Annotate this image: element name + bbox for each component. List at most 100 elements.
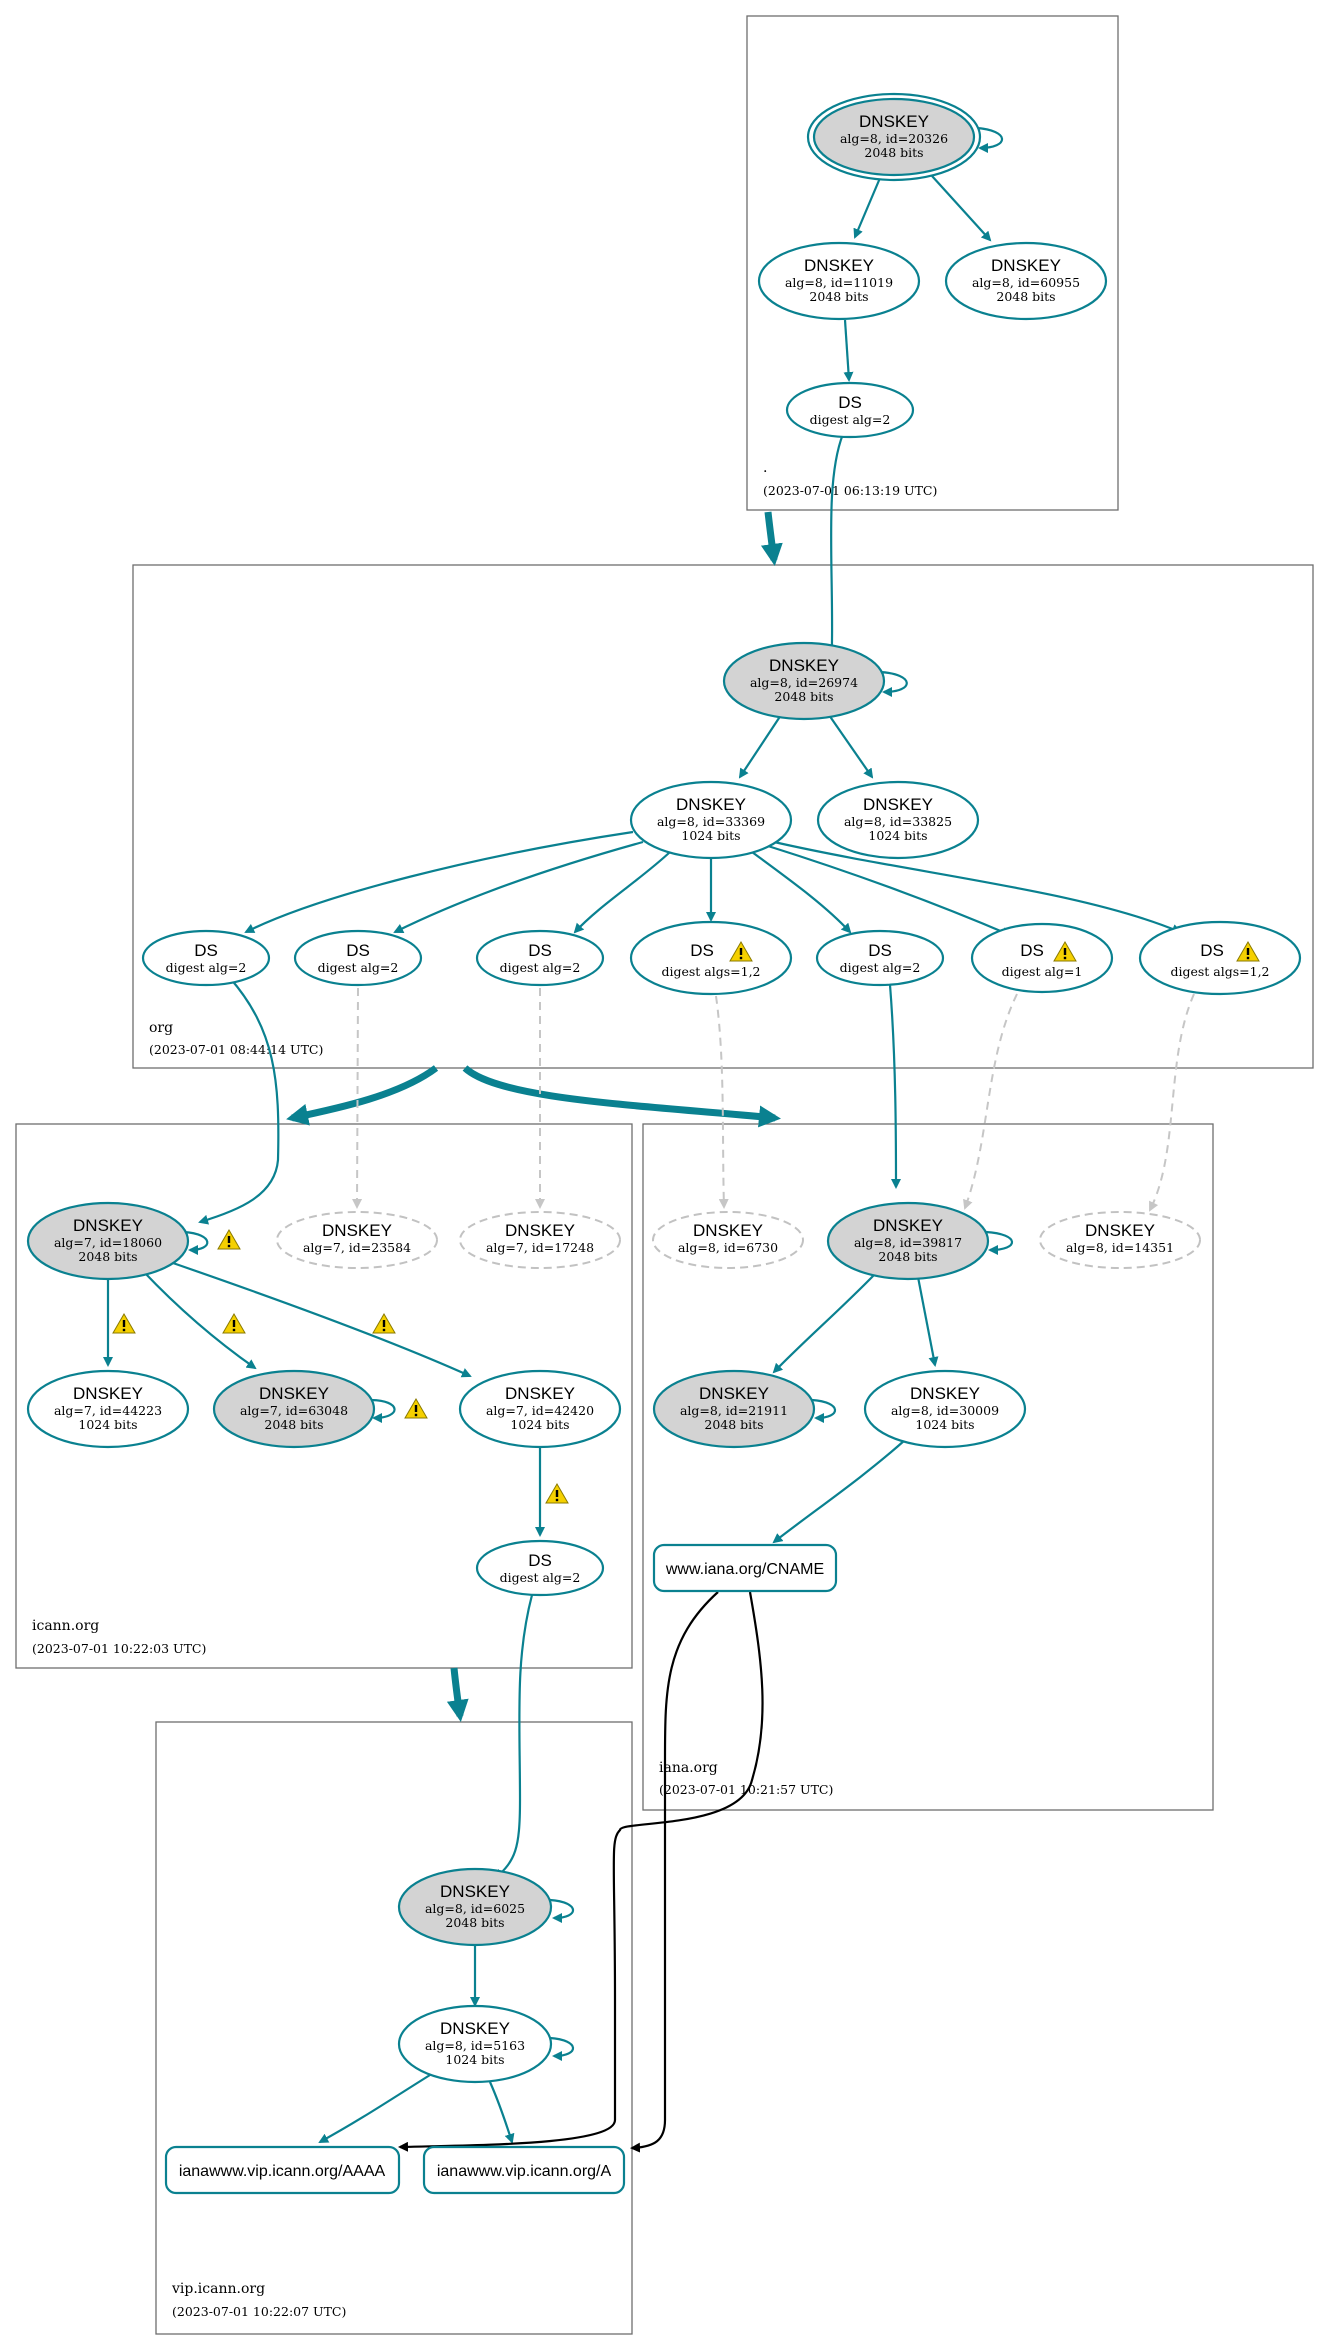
node-ds-iana-1[interactable]: DS digest algs=1,2 <box>629 920 793 996</box>
zone-timestamp: (2023-07-01 10:21:57 UTC) <box>659 1782 833 1797</box>
node-size: 2048 bits <box>78 1249 137 1264</box>
node-size: 1024 bits <box>681 828 740 843</box>
node-detail: digest alg=1 <box>1002 964 1083 979</box>
node-size: 2048 bits <box>878 1249 937 1264</box>
node-detail: alg=7, id=42420 <box>486 1403 594 1418</box>
node-dnskey-6730-missing[interactable]: DNSKEY alg=8, id=6730 <box>652 1211 804 1269</box>
node-ds-icann-1[interactable]: DS digest alg=2 <box>141 929 271 987</box>
node-size: 1024 bits <box>868 828 927 843</box>
node-title: DNSKEY <box>322 1221 392 1240</box>
node-size: 1024 bits <box>445 2052 504 2067</box>
node-dnskey-33369[interactable]: DNSKEY alg=8, id=33369 1024 bits <box>629 780 793 860</box>
node-dnskey-44223[interactable]: DNSKEY alg=7, id=44223 1024 bits <box>26 1369 190 1449</box>
node-title: DNSKEY <box>505 1221 575 1240</box>
node-title: DNSKEY <box>73 1384 143 1403</box>
node-dnskey-30009[interactable]: DNSKEY alg=8, id=30009 1024 bits <box>863 1369 1027 1449</box>
node-ds-iana-4[interactable]: DS digest algs=1,2 <box>1138 920 1302 996</box>
node-title: DNSKEY <box>440 2019 510 2038</box>
zone-name: icann.org <box>32 1618 99 1634</box>
node-detail: alg=8, id=21911 <box>680 1403 788 1418</box>
node-dnskey-42420[interactable]: DNSKEY alg=7, id=42420 1024 bits <box>458 1369 622 1449</box>
node-dnskey-5163[interactable]: DNSKEY alg=8, id=5163 1024 bits <box>397 2004 553 2084</box>
node-size: 1024 bits <box>915 1417 974 1432</box>
node-title: DNSKEY <box>873 1216 943 1235</box>
node-dnskey-39817[interactable]: DNSKEY alg=8, id=39817 2048 bits <box>826 1201 990 1281</box>
node-size: 2048 bits <box>264 1417 323 1432</box>
node-ds-iana-3[interactable]: DS digest alg=1 <box>970 922 1114 994</box>
node-detail: alg=8, id=11019 <box>785 275 893 290</box>
zone-name: vip.icann.org <box>171 2281 265 2297</box>
node-detail: alg=7, id=63048 <box>240 1403 348 1418</box>
node-detail: alg=8, id=60955 <box>972 275 1080 290</box>
node-title: DS <box>868 941 892 960</box>
node-dnskey-17248-missing[interactable]: DNSKEY alg=7, id=17248 <box>459 1211 621 1269</box>
node-title: DNSKEY <box>676 795 746 814</box>
zone-timestamp: (2023-07-01 10:22:03 UTC) <box>32 1641 206 1656</box>
node-dnskey-23584-missing[interactable]: DNSKEY alg=7, id=23584 <box>276 1211 438 1269</box>
node-dnskey-21911[interactable]: DNSKEY alg=8, id=21911 2048 bits <box>652 1369 816 1449</box>
rrset-cname[interactable]: www.iana.org/CNAME <box>652 1543 838 1593</box>
node-detail: digest alg=2 <box>500 1570 581 1585</box>
node-title: DNSKEY <box>863 795 933 814</box>
node-title: DNSKEY <box>73 1216 143 1235</box>
node-dnskey-14351-missing[interactable]: DNSKEY alg=8, id=14351 <box>1039 1211 1201 1269</box>
rrset-label: www.iana.org/CNAME <box>665 1561 824 1578</box>
node-detail: alg=7, id=17248 <box>486 1240 594 1255</box>
node-detail: digest alg=2 <box>500 960 581 975</box>
node-size: 2048 bits <box>774 689 833 704</box>
node-dnskey-60955[interactable]: DNSKEY alg=8, id=60955 2048 bits <box>944 241 1108 321</box>
node-detail: digest alg=2 <box>166 960 247 975</box>
zone-name: iana.org <box>659 1760 718 1776</box>
node-title: DS <box>194 941 218 960</box>
rrset-aaaa[interactable]: ianawww.vip.icann.org/AAAA <box>164 2145 401 2195</box>
node-title: DS <box>346 941 370 960</box>
node-dnskey-63048[interactable]: DNSKEY alg=7, id=63048 2048 bits <box>212 1369 376 1449</box>
node-dnskey-20326[interactable]: DNSKEY alg=8, id=20326 2048 bits <box>806 92 982 182</box>
node-detail: alg=8, id=33825 <box>844 814 952 829</box>
node-detail: digest alg=2 <box>840 960 921 975</box>
node-title: DNSKEY <box>505 1384 575 1403</box>
node-ds-vip[interactable]: DS digest alg=2 <box>475 1539 605 1597</box>
node-title: DNSKEY <box>910 1384 980 1403</box>
node-detail: alg=8, id=5163 <box>425 2038 525 2053</box>
node-title: DNSKEY <box>1085 1221 1155 1240</box>
node-size: 1024 bits <box>510 1417 569 1432</box>
node-dnskey-26974[interactable]: DNSKEY alg=8, id=26974 2048 bits <box>722 641 886 721</box>
node-detail: alg=8, id=14351 <box>1066 1240 1174 1255</box>
node-title: DS <box>838 393 862 412</box>
zone-timestamp: (2023-07-01 06:13:19 UTC) <box>763 483 937 498</box>
zone-timestamp: (2023-07-01 10:22:07 UTC) <box>172 2304 346 2319</box>
node-ds-iana-2[interactable]: DS digest alg=2 <box>815 929 945 987</box>
node-ds-root[interactable]: DS digest alg=2 <box>785 381 915 439</box>
node-size: 2048 bits <box>704 1417 763 1432</box>
rrset-label: ianawww.vip.icann.org/AAAA <box>179 2163 386 2180</box>
node-title: DS <box>528 1551 552 1570</box>
node-dnskey-6025[interactable]: DNSKEY alg=8, id=6025 2048 bits <box>397 1867 553 1947</box>
node-detail: alg=8, id=26974 <box>750 675 858 690</box>
node-detail: alg=7, id=44223 <box>54 1403 162 1418</box>
node-detail: digest alg=2 <box>810 412 891 427</box>
node-title: DNSKEY <box>259 1384 329 1403</box>
rrset-label: ianawww.vip.icann.org/A <box>437 2163 612 2180</box>
node-title: DS <box>690 941 714 960</box>
node-dnskey-33825[interactable]: DNSKEY alg=8, id=33825 1024 bits <box>816 780 980 860</box>
node-detail: alg=8, id=6025 <box>425 1901 525 1916</box>
node-dnskey-11019[interactable]: DNSKEY alg=8, id=11019 2048 bits <box>757 241 921 321</box>
zone-name: org <box>149 1020 173 1036</box>
node-detail: alg=7, id=18060 <box>54 1235 162 1250</box>
node-detail: alg=8, id=6730 <box>678 1240 778 1255</box>
node-size: 2048 bits <box>996 289 1055 304</box>
node-detail: digest alg=2 <box>318 960 399 975</box>
node-dnskey-18060[interactable]: DNSKEY alg=7, id=18060 2048 bits <box>26 1201 190 1281</box>
node-title: DNSKEY <box>693 1221 763 1240</box>
node-ds-icann-3[interactable]: DS digest alg=2 <box>475 929 605 987</box>
node-detail: alg=8, id=20326 <box>840 131 948 146</box>
zone-timestamp: (2023-07-01 08:44:14 UTC) <box>149 1042 323 1057</box>
node-detail: alg=7, id=23584 <box>303 1240 411 1255</box>
edges <box>103 126 1195 2153</box>
node-title: DS <box>528 941 552 960</box>
rrset-a[interactable]: ianawww.vip.icann.org/A <box>422 2145 626 2195</box>
node-ds-icann-2[interactable]: DS digest alg=2 <box>293 929 423 987</box>
node-size: 2048 bits <box>864 145 923 160</box>
